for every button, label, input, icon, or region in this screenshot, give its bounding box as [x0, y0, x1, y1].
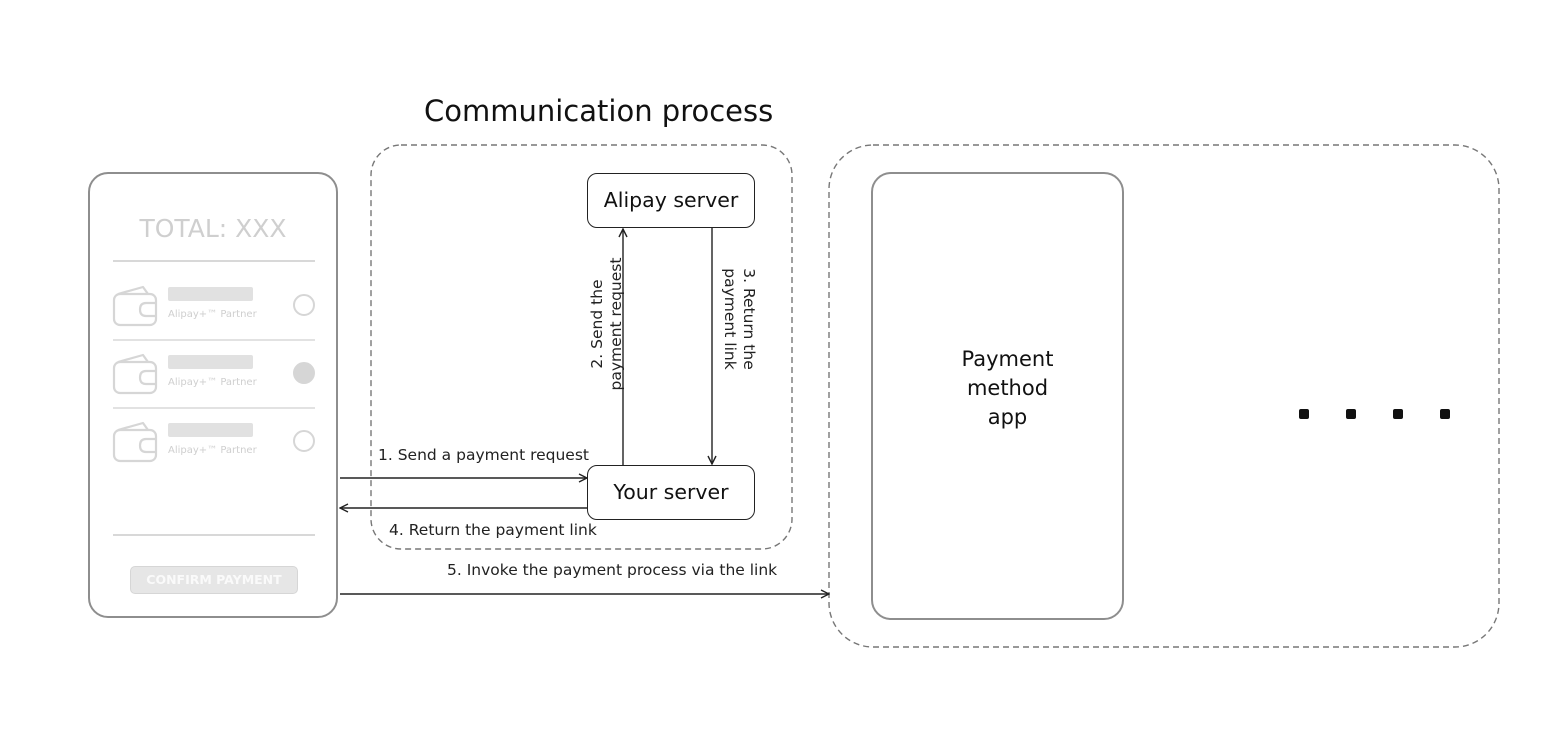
divider — [113, 407, 315, 409]
method-radio-selected[interactable] — [293, 362, 315, 384]
ellipsis-dot — [1393, 409, 1403, 419]
step2-label: 2. Send the payment request — [588, 244, 626, 404]
divider — [113, 534, 315, 536]
checkout-total: TOTAL: XXX — [139, 214, 287, 243]
payment-method-app-label: Payment method app — [871, 345, 1144, 432]
alipay-server-box: Alipay server — [587, 173, 755, 228]
payment-method-frame — [828, 144, 1500, 648]
communication-process-frame — [370, 144, 793, 550]
app-label-line1: Payment — [961, 347, 1054, 371]
checkout-phone — [88, 172, 338, 618]
your-server-box: Your server — [587, 465, 755, 520]
ellipsis-dot — [1299, 409, 1309, 419]
step2-line1: 2. Send the — [588, 279, 606, 369]
step3-label: 3. Return the payment link — [720, 239, 758, 399]
method-label: Alipay+™ Partner — [168, 309, 257, 320]
confirm-payment-button[interactable]: CONFIRM PAYMENT — [130, 566, 298, 594]
method-radio[interactable] — [293, 430, 315, 452]
ellipsis-dot — [1346, 409, 1356, 419]
step5-label: 5. Invoke the payment process via the li… — [447, 561, 778, 579]
ellipsis-dot — [1440, 409, 1450, 419]
divider — [113, 339, 315, 341]
diagram-title: Communication process — [424, 94, 774, 128]
step3-line2: payment link — [721, 268, 739, 370]
wallet-icon — [112, 421, 158, 463]
method-label: Alipay+™ Partner — [168, 377, 257, 388]
method-name-placeholder — [168, 355, 253, 369]
step1-label: 1. Send a payment request — [378, 446, 589, 464]
method-name-placeholder — [168, 287, 253, 301]
method-name-placeholder — [168, 423, 253, 437]
step3-line1: 3. Return the — [740, 268, 758, 370]
wallet-icon — [112, 353, 158, 395]
app-label-line2: method — [966, 376, 1049, 400]
step2-line2: payment request — [607, 257, 625, 391]
divider — [113, 260, 315, 262]
step4-label: 4. Return the payment link — [389, 521, 597, 539]
method-label: Alipay+™ Partner — [168, 445, 257, 456]
wallet-icon — [112, 285, 158, 327]
method-radio[interactable] — [293, 294, 315, 316]
app-label-line3: app — [987, 405, 1028, 429]
payment-method-app-phone — [871, 172, 1124, 620]
